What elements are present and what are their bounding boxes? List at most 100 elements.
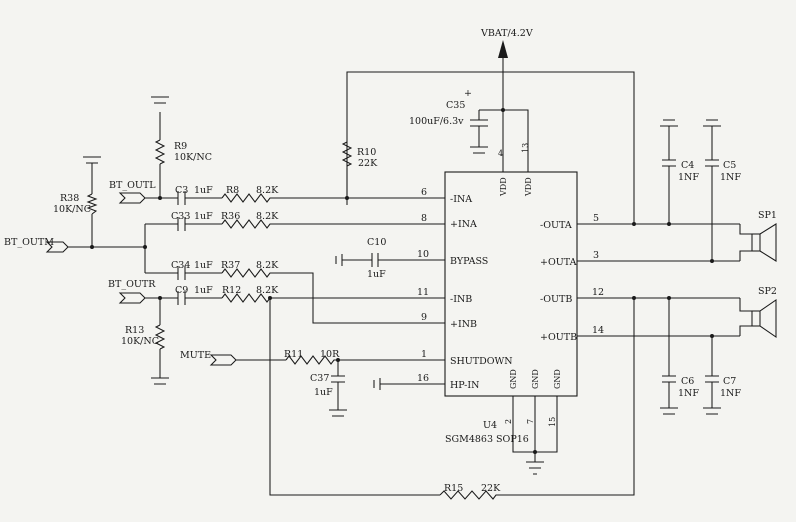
speaker-icon bbox=[751, 310, 761, 327]
pin-num: 4 bbox=[498, 149, 503, 158]
junction bbox=[90, 245, 94, 249]
pin-name: SHUTDOWN bbox=[450, 356, 513, 367]
ground-icon bbox=[151, 377, 169, 385]
ground-icon bbox=[660, 119, 678, 127]
pin-num: 7 bbox=[526, 419, 535, 424]
c7-value: 1NF bbox=[720, 388, 741, 399]
pin-name: VDD bbox=[499, 177, 508, 197]
pin-num: 3 bbox=[593, 250, 599, 261]
c10-value: 1uF bbox=[367, 269, 386, 280]
net-label-bt-outm: BT_OUTM bbox=[4, 237, 54, 248]
net-label-bt-outr: BT_OUTR bbox=[108, 279, 156, 290]
pin-num: 6 bbox=[421, 187, 427, 198]
ground-icon bbox=[703, 407, 721, 415]
capacitor-c33 bbox=[177, 217, 186, 231]
junction bbox=[632, 222, 636, 226]
speaker-sp2 bbox=[751, 299, 777, 338]
component-labels: BT_OUTL BT_OUTM BT_OUTR MUTE R9 10K/NC R… bbox=[4, 88, 777, 494]
c4-ref: C4 bbox=[681, 160, 694, 171]
c3-value: 1uF bbox=[194, 185, 213, 196]
c6-value: 1NF bbox=[678, 388, 699, 399]
junction bbox=[710, 334, 714, 338]
r11-ref: R11 bbox=[284, 349, 303, 360]
flag-mute bbox=[209, 354, 237, 366]
c10-ref: C10 bbox=[367, 237, 386, 248]
c35-ref: C35 bbox=[446, 100, 465, 111]
pin-name: +OUTA bbox=[540, 257, 577, 268]
r36-value: 8.2K bbox=[256, 211, 279, 222]
pin-num: 12 bbox=[592, 287, 604, 298]
ground-icon bbox=[329, 409, 347, 417]
pin-name: VDD bbox=[524, 177, 533, 197]
junction bbox=[158, 296, 162, 300]
c33-value: 1uF bbox=[194, 211, 213, 222]
r12-value: 8.2K bbox=[256, 285, 279, 296]
junction bbox=[632, 296, 636, 300]
pin-num: 9 bbox=[421, 312, 427, 323]
ground-icon bbox=[470, 132, 488, 154]
vbat-supply: VBAT/4.2V bbox=[480, 28, 533, 58]
pin-name: GND bbox=[509, 369, 518, 389]
r36-ref: R36 bbox=[221, 211, 240, 222]
r15-value: 22K bbox=[481, 483, 501, 494]
pin-num: 13 bbox=[521, 143, 530, 153]
pin-name: -INB bbox=[450, 294, 472, 305]
net-label-bt-outl: BT_OUTL bbox=[109, 180, 156, 191]
pin-name: HP-IN bbox=[450, 380, 479, 391]
net-label-mute: MUTE bbox=[180, 350, 211, 361]
ground-icon bbox=[83, 156, 101, 172]
c3-ref: C3 bbox=[175, 185, 188, 196]
r37-ref: R37 bbox=[221, 260, 240, 271]
resistor-r11 bbox=[285, 355, 338, 365]
flag-bt-outr bbox=[118, 292, 146, 304]
resistor-r12 bbox=[221, 293, 280, 303]
pin-num: 10 bbox=[417, 249, 429, 260]
c33-ref: C33 bbox=[171, 211, 190, 222]
ground-symbols bbox=[83, 96, 721, 475]
r11-value: 10R bbox=[320, 349, 340, 360]
r9-ref: R9 bbox=[174, 141, 187, 152]
pin-name: GND bbox=[531, 369, 540, 389]
capacitor-c7 bbox=[705, 375, 719, 383]
chip-ref: U4 bbox=[483, 420, 497, 431]
capacitor-c37 bbox=[331, 375, 345, 383]
pin-name: -INA bbox=[450, 194, 472, 205]
resistor-r15 bbox=[439, 490, 500, 500]
r38-value: 10K/NC bbox=[53, 204, 91, 215]
pin-name: BYPASS bbox=[450, 256, 488, 267]
pin-num: 5 bbox=[593, 213, 599, 224]
pin-num: 2 bbox=[504, 419, 513, 424]
c35-value: 100uF/6.3v bbox=[409, 116, 464, 127]
junction bbox=[710, 259, 714, 263]
ground-icon bbox=[335, 254, 343, 266]
pin-num: 11 bbox=[417, 287, 429, 298]
capacitor-c3 bbox=[177, 191, 186, 205]
resistor-r13 bbox=[154, 324, 166, 350]
resistors bbox=[86, 139, 500, 500]
c37-value: 1uF bbox=[314, 387, 333, 398]
r8-ref: R8 bbox=[226, 185, 239, 196]
c6-ref: C6 bbox=[681, 376, 694, 387]
junction bbox=[158, 196, 162, 200]
pin-name: -OUTB bbox=[540, 294, 572, 305]
resistor-r36 bbox=[221, 219, 280, 229]
c34-ref: C34 bbox=[171, 260, 190, 271]
c35-polarity: + bbox=[464, 88, 472, 99]
c5-ref: C5 bbox=[723, 160, 736, 171]
pin-name: +INB bbox=[450, 319, 477, 330]
c34-value: 1uF bbox=[194, 260, 213, 271]
pin-num: 14 bbox=[592, 325, 604, 336]
capacitor-c6 bbox=[662, 375, 676, 383]
pin-num: 15 bbox=[548, 417, 557, 427]
r15-ref: R15 bbox=[444, 483, 463, 494]
pin-num: 8 bbox=[421, 213, 427, 224]
r13-value: 10K/NC bbox=[121, 336, 159, 347]
resistor-r10 bbox=[341, 141, 353, 167]
pin-num: 16 bbox=[417, 373, 429, 384]
resistor-r9 bbox=[154, 139, 166, 165]
junction bbox=[143, 245, 147, 249]
capacitor-c5 bbox=[705, 159, 719, 167]
junction bbox=[345, 196, 349, 200]
